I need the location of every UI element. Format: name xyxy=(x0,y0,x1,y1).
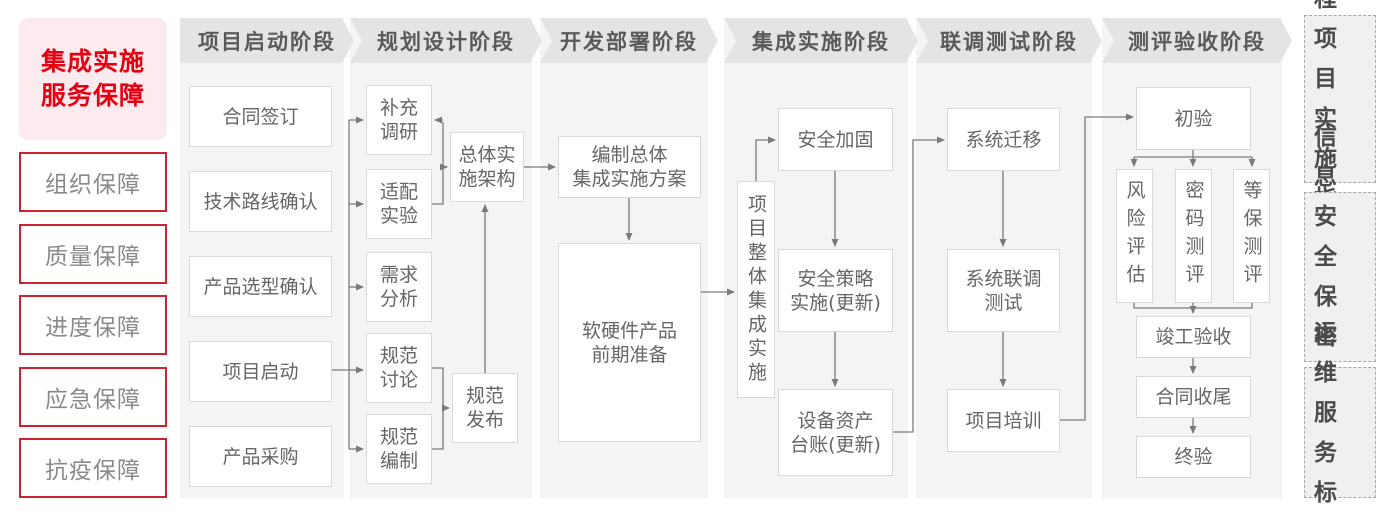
step-product-procurement: 产品采购 xyxy=(189,426,332,487)
step-mlps-evaluation: 等保测评 xyxy=(1233,169,1270,303)
step-hw-sw-preparation: 软硬件产品 前期准备 xyxy=(558,243,701,442)
step-product-selection-confirmation: 产品选型确认 xyxy=(189,256,332,317)
sidebar-item-organization-guarantee: 组织保障 xyxy=(19,152,167,212)
step-risk-assessment: 风险评估 xyxy=(1116,169,1153,303)
step-project-training: 项目培训 xyxy=(947,389,1060,452)
vertical-step-label: 项目整体集成实施 xyxy=(745,193,767,386)
sidebar-item-emergency-guarantee: 应急保障 xyxy=(19,367,167,427)
step-adaptation-experiment: 适配 实验 xyxy=(366,169,432,239)
step-system-migration: 系统迁移 xyxy=(947,108,1060,171)
step-completion-acceptance: 竣工验收 xyxy=(1136,316,1251,358)
step-tech-route-confirmation: 技术路线确认 xyxy=(189,171,332,232)
standard-row: 信息 xyxy=(1314,124,1346,190)
diagram-title: 集成实施 服务保障 xyxy=(19,18,167,140)
standard-row: 安全 xyxy=(1314,204,1346,270)
step-preliminary-acceptance: 初验 xyxy=(1136,87,1251,150)
phase-banner-project-kickoff: 项目启动阶段 xyxy=(180,18,354,63)
standard-row: 项目 xyxy=(1314,26,1346,92)
phase-banner-integration-implementation: 集成实施阶段 xyxy=(724,18,918,63)
step-asset-ledger-update: 设备资产 台账(更新) xyxy=(778,389,893,476)
step-overall-integration-plan: 编制总体 集成实施方案 xyxy=(558,136,701,198)
step-crypto-evaluation: 密码测评 xyxy=(1175,169,1212,303)
vertical-step-label: 等保测评 xyxy=(1240,180,1263,292)
standard-box-project-implementation-guide: 工程 项目 实施 指引 xyxy=(1304,0,1376,252)
step-security-hardening: 安全加固 xyxy=(778,108,893,171)
step-project-kickoff: 项目启动 xyxy=(189,341,332,402)
vertical-step-label: 密码测评 xyxy=(1182,180,1205,292)
standard-row: 运维 xyxy=(1314,319,1346,386)
step-spec-discussion: 规范 讨论 xyxy=(366,333,432,403)
step-contract-signing: 合同签订 xyxy=(189,86,332,147)
phase-banner-planning-design: 规划设计阶段 xyxy=(350,18,542,63)
standard-row: 工程 xyxy=(1305,0,1375,19)
step-overall-implementation-architecture: 总体实 施架构 xyxy=(450,132,524,202)
phase-banner-dev-deployment: 开发部署阶段 xyxy=(540,18,718,63)
standard-row: 标准 xyxy=(1314,479,1346,506)
step-system-joint-debugging: 系统联调 测试 xyxy=(947,249,1060,332)
step-requirement-analysis: 需求 分析 xyxy=(366,252,432,322)
sidebar-item-quality-guarantee: 质量保障 xyxy=(19,224,167,284)
standard-row: 服务 xyxy=(1314,399,1346,466)
sidebar-item-epidemic-guarantee: 抗疫保障 xyxy=(19,438,167,498)
standard-row: 保密 xyxy=(1314,284,1346,350)
vertical-step-label: 风险评估 xyxy=(1123,180,1146,292)
step-spec-drafting: 规范 编制 xyxy=(366,414,432,484)
step-security-policy-implementation: 安全策略 实施(更新) xyxy=(778,249,893,332)
step-final-acceptance: 终验 xyxy=(1136,436,1251,478)
step-spec-release: 规范 发布 xyxy=(452,373,518,443)
phase-banner-evaluation-acceptance: 测评验收阶段 xyxy=(1102,18,1292,63)
standard-row: 实施 xyxy=(1314,106,1346,172)
sidebar-item-schedule-guarantee: 进度保障 xyxy=(19,295,167,355)
step-supplementary-research: 补充 调研 xyxy=(366,85,432,155)
phase-banner-joint-debug-test: 联调测试阶段 xyxy=(916,18,1102,63)
standard-box-om-service: 运维 服务 标准 xyxy=(1304,320,1376,506)
step-overall-project-integration: 项目整体集成实施 xyxy=(737,181,775,398)
step-contract-closure: 合同收尾 xyxy=(1136,376,1251,418)
